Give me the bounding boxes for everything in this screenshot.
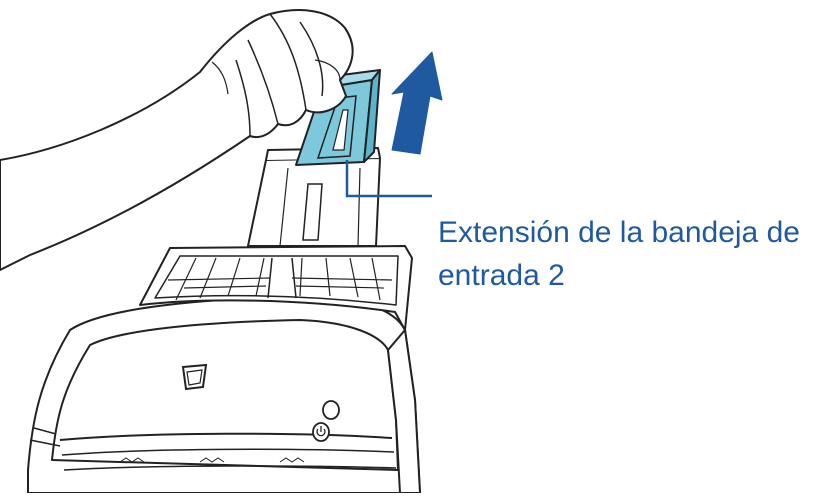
adf-paper-chute: [139, 245, 413, 331]
callout-leader-line: [345, 160, 432, 198]
scanner-body: [27, 295, 421, 494]
pull-direction-arrow: [391, 51, 443, 155]
scan-button[interactable]: [322, 400, 340, 420]
hand-illustration: [0, 9, 354, 271]
tray-extension-2[interactable]: [295, 69, 381, 166]
scanner-buttons: [312, 400, 340, 442]
power-icon: [316, 426, 326, 437]
scanner-rollers: [119, 457, 305, 463]
callout-label: Extensión de la bandeja de entrada 2: [438, 211, 826, 297]
scanner-paper-outlet: [59, 432, 393, 441]
callout-label-line-1: Extensión de la bandeja de: [438, 216, 800, 249]
extension-1-slot: [302, 183, 323, 241]
chute-center-divider: [267, 257, 297, 299]
paper-guides: [167, 257, 393, 301]
callout-label-line-2: entrada 2: [438, 259, 565, 292]
cover-open-handle[interactable]: [181, 363, 208, 391]
